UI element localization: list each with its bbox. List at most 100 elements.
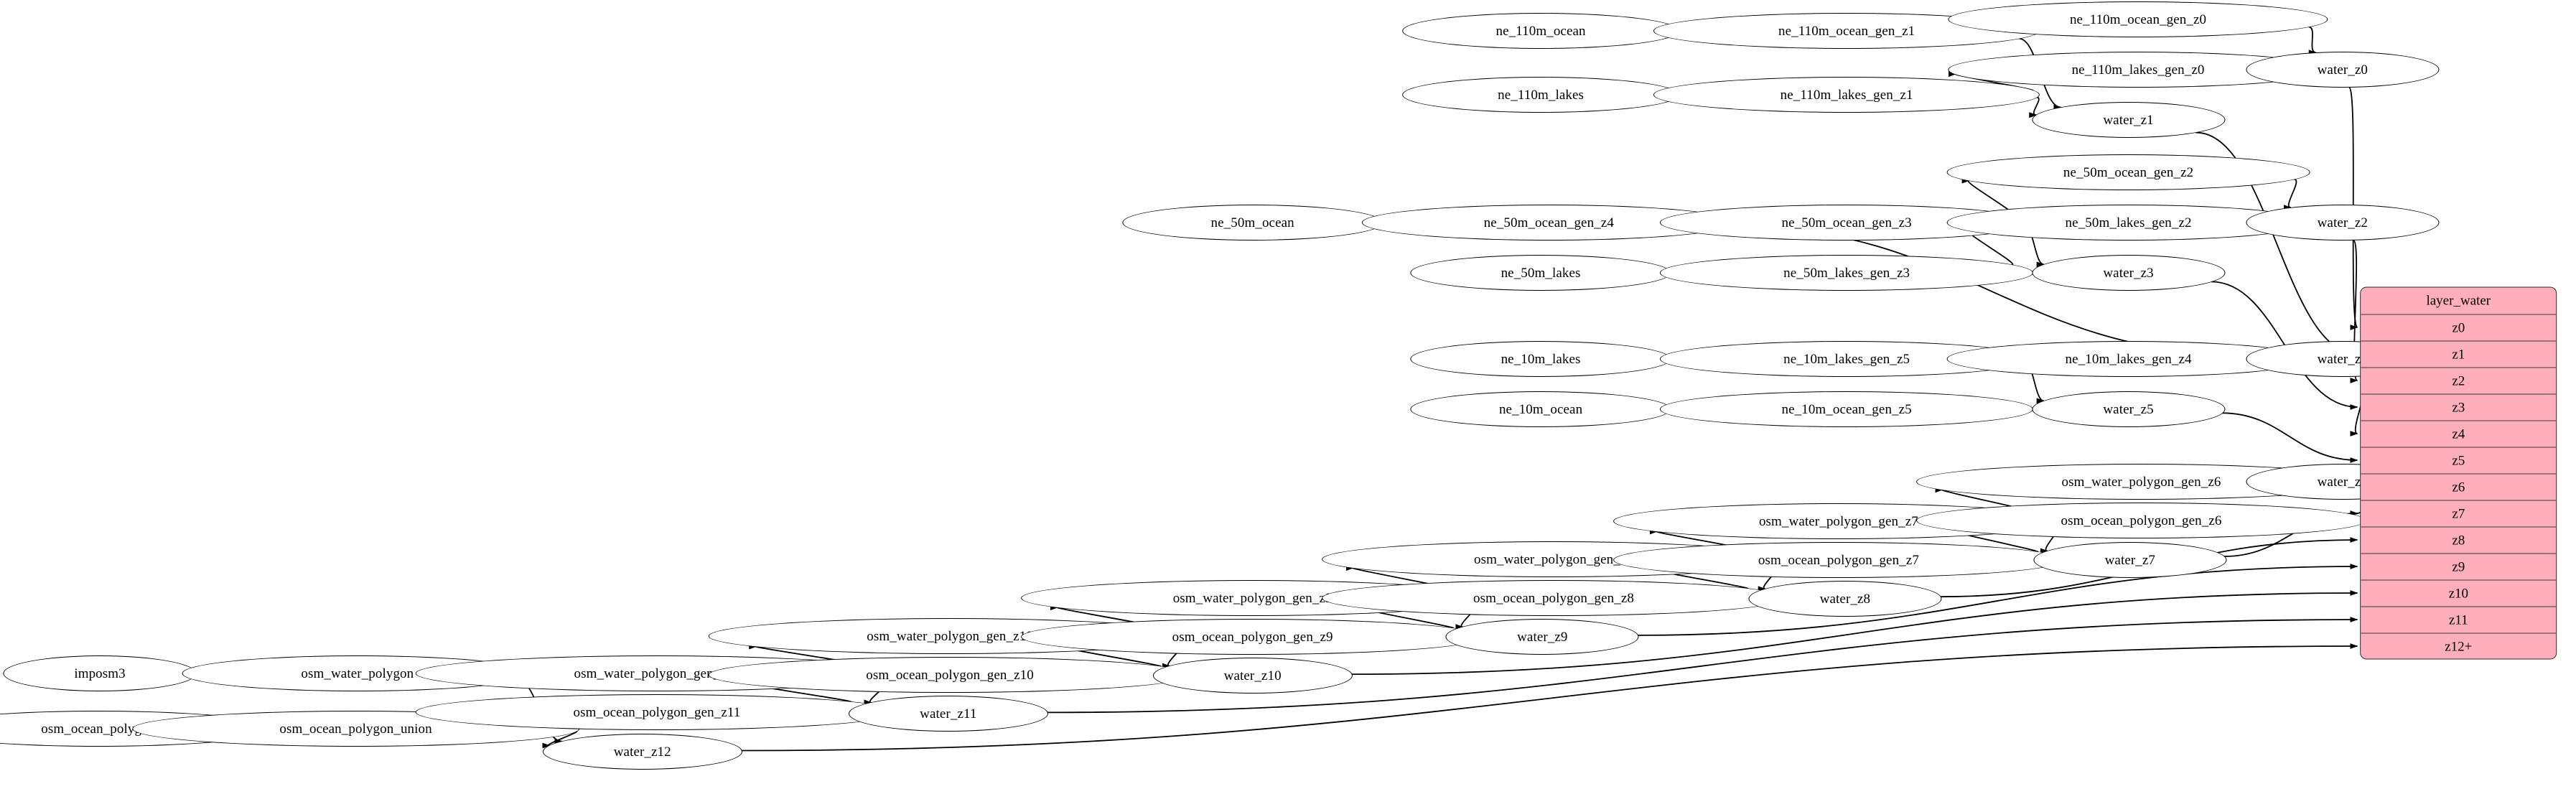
node-label: ne_110m_lakes: [1498, 87, 1584, 103]
graph-node-osm_ocean_polygon_gen_z9[interactable]: osm_ocean_polygon_gen_z9: [1020, 619, 1485, 655]
graph-node-water_z1[interactable]: water_z1: [2032, 102, 2226, 138]
graph-node-ne_10m_lakes[interactable]: ne_10m_lakes: [1410, 341, 1671, 377]
node-label: water_z3: [2103, 265, 2154, 281]
node-label: water_z4: [2317, 351, 2369, 367]
record-row-z3[interactable]: z3: [2361, 395, 2557, 421]
graph-edge-water_z10-to-z10: [1350, 590, 2358, 676]
record-row-label: z12+: [2445, 639, 2473, 655]
graph-node-ne_50m_lakes_gen_z3[interactable]: ne_50m_lakes_gen_z3: [1660, 255, 2034, 291]
graph-edge-water_z5-to-z5: [2221, 412, 2358, 463]
record-row-z0[interactable]: z0: [2361, 315, 2557, 342]
node-label: water_z9: [1517, 629, 1568, 645]
node-label: ne_10m_ocean: [1498, 401, 1583, 417]
graph-node-osm_ocean_polygon_gen_z10[interactable]: osm_ocean_polygon_gen_z10: [708, 657, 1192, 693]
graph-edge-ne_50m_ocean_gen_z2-to-water_z2: [2283, 178, 2297, 211]
record-row-label: z10: [2448, 586, 2469, 601]
record-row-z9[interactable]: z9: [2361, 554, 2557, 581]
graph-node-water_z12[interactable]: water_z12: [542, 734, 742, 770]
graph-node-ne_50m_ocean_gen_z2[interactable]: ne_50m_ocean_gen_z2: [1946, 154, 2310, 190]
node-label: ne_10m_ocean_gen_z5: [1781, 401, 1912, 417]
record-row-label: z7: [2452, 506, 2465, 521]
node-label: osm_ocean_polygon_gen_z11: [573, 704, 741, 720]
node-label: ne_110m_ocean_gen_z0: [2069, 11, 2207, 27]
record-row-z6[interactable]: z6: [2361, 475, 2557, 501]
graph-node-water_z10[interactable]: water_z10: [1152, 658, 1353, 694]
node-label: ne_110m_ocean: [1495, 23, 1586, 39]
record-row-z1[interactable]: z1: [2361, 342, 2557, 368]
node-label: osm_ocean_polygon_gen_z9: [1172, 629, 1333, 645]
node-label: ne_10m_lakes_gen_z4: [2065, 351, 2192, 367]
graph-node-water_z3[interactable]: water_z3: [2032, 255, 2226, 291]
node-label: ne_50m_lakes_gen_z3: [1783, 265, 1910, 281]
node-label: water_z7: [2104, 552, 2156, 568]
record-node-layer-water[interactable]: layer_water z0 z1 z2 z3 z4 z5 z6 z7 z8 z9 z10 z11 z12…: [2360, 286, 2557, 660]
record-row-label: z11: [2448, 612, 2468, 627]
node-label: osm_water_polygon_gen_z9: [1172, 590, 1333, 606]
graph-node-water_z2[interactable]: water_z2: [2246, 205, 2440, 241]
node-label: water_z10: [1223, 668, 1282, 683]
node-label: osm_water_polygon_gen_z8: [1474, 551, 1633, 567]
node-label: osm_ocean_polygon_gen_z6: [2061, 513, 2222, 528]
graph-edge-water_z12-to-z12+: [741, 643, 2358, 752]
graph-node-ne_110m_ocean_gen_z0[interactable]: ne_110m_ocean_gen_z0: [1948, 1, 2328, 37]
graph-node-water_z9[interactable]: water_z9: [1445, 619, 1639, 655]
record-row-z8[interactable]: z8: [2361, 528, 2557, 554]
record-row-label: z9: [2452, 559, 2465, 574]
record-row-z4[interactable]: z4: [2361, 421, 2557, 448]
record-row-label: z3: [2452, 400, 2465, 415]
graph-node-osm_ocean_polygon_gen_z8[interactable]: osm_ocean_polygon_gen_z8: [1322, 580, 1786, 616]
node-label: water_z8: [1819, 591, 1871, 607]
node-label: ne_110m_lakes_gen_z0: [2071, 62, 2205, 78]
node-label: ne_110m_ocean_gen_z1: [1778, 23, 1915, 39]
record-row-label: z6: [2452, 480, 2465, 495]
record-row-z5[interactable]: z5: [2361, 448, 2557, 475]
graph-edge-ne_110m_lakes_gen_z1-to-water_z1: [2029, 96, 2040, 118]
record-row-label: z0: [2452, 320, 2465, 335]
record-row-z10[interactable]: z10: [2361, 581, 2557, 607]
node-label: ne_10m_lakes: [1501, 351, 1581, 367]
node-label: osm_ocean_polygon: [41, 721, 156, 737]
graph-node-ne_10m_ocean_gen_z5[interactable]: ne_10m_ocean_gen_z5: [1660, 391, 2034, 427]
record-row-z12+[interactable]: z12+: [2361, 634, 2557, 659]
record-row-label: z2: [2452, 373, 2465, 388]
node-label: ne_50m_ocean: [1210, 215, 1294, 230]
graph-node-osm_ocean_polygon_gen_z7[interactable]: osm_ocean_polygon_gen_z7: [1613, 542, 2064, 578]
graph-node-ne_50m_ocean[interactable]: ne_50m_ocean: [1122, 205, 1383, 241]
node-label: osm_water_polygon_gen_z10: [867, 628, 1033, 644]
graph-node-ne_10m_ocean[interactable]: ne_10m_ocean: [1410, 391, 1671, 427]
node-label: osm_water_polygon_gen_z7: [1758, 513, 1918, 529]
record-row-z2[interactable]: z2: [2361, 368, 2557, 395]
graph-node-water_z0[interactable]: water_z0: [2246, 52, 2440, 88]
graph-node-osm_ocean_polygon_gen_z11[interactable]: osm_ocean_polygon_gen_z11: [415, 694, 899, 730]
node-label: osm_water_polygon: [301, 666, 414, 681]
graph-node-imposm3[interactable]: imposm3: [3, 655, 197, 691]
record-row-z11[interactable]: z11: [2361, 607, 2557, 634]
graph-edge-water_z9-to-z9: [1638, 564, 2358, 636]
node-label: osm_water_polygon_gen_z6: [2061, 474, 2221, 490]
record-row-z7[interactable]: z7: [2361, 501, 2557, 528]
graph-edge-ne_50m_ocean_gen_z4-to-water_z4: [1730, 225, 2250, 358]
record-title-label: layer_water: [2426, 293, 2491, 309]
node-label: water_z11: [920, 706, 977, 722]
node-label: water_z5: [2103, 401, 2154, 417]
graph-node-ne_50m_lakes[interactable]: ne_50m_lakes: [1410, 255, 1671, 291]
graph-node-water_z7[interactable]: water_z7: [2033, 542, 2227, 578]
node-label: osm_water_polygon_gen_z11: [574, 666, 740, 681]
graph-node-water_z5[interactable]: water_z5: [2032, 391, 2226, 427]
graph-node-ne_110m_lakes[interactable]: ne_110m_lakes: [1402, 77, 1679, 113]
node-label: water_z0: [2317, 62, 2369, 78]
node-label: ne_50m_lakes_gen_z2: [2065, 215, 2192, 230]
record-title: layer_water: [2361, 288, 2557, 315]
graph-node-water_z8[interactable]: water_z8: [1748, 581, 1942, 617]
node-label: ne_50m_ocean_gen_z4: [1483, 215, 1614, 230]
graph-edge-ne_110m_ocean_gen_z0-to-water_z0: [2308, 26, 2317, 56]
graph-node-osm_ocean_polygon_gen_z6[interactable]: osm_ocean_polygon_gen_z6: [1915, 503, 2367, 538]
node-label: ne_50m_ocean_gen_z2: [2063, 164, 2194, 180]
graph-node-water_z11[interactable]: water_z11: [848, 696, 1048, 732]
graph-node-ne_110m_lakes_gen_z1[interactable]: ne_110m_lakes_gen_z1: [1653, 77, 2040, 113]
graph-node-ne_110m_ocean[interactable]: ne_110m_ocean: [1402, 13, 1679, 49]
record-row-label: z5: [2452, 453, 2465, 468]
node-label: osm_ocean_polygon_gen_z10: [866, 667, 1034, 683]
